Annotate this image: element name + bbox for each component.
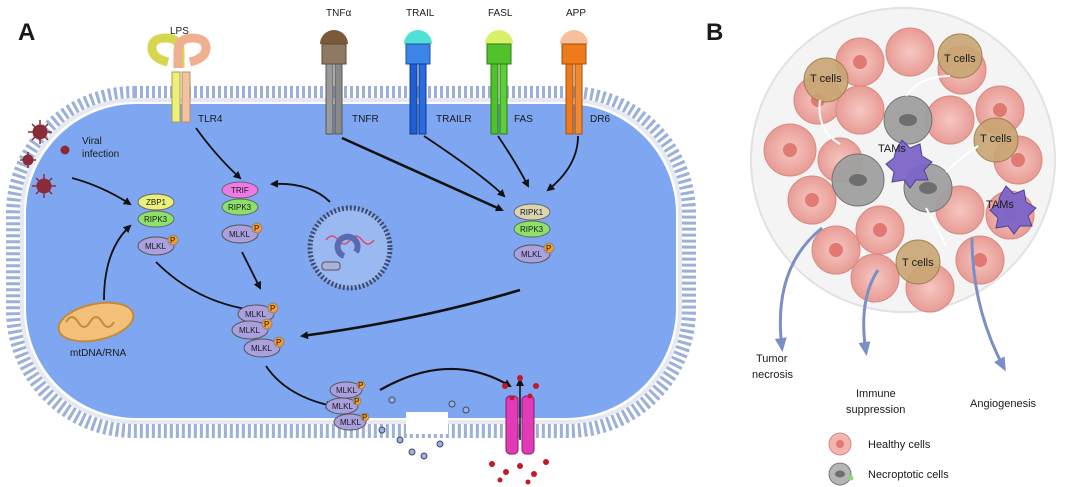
panel-b-letter: B (706, 19, 723, 46)
mlkl-label-5: MLKL (239, 326, 260, 335)
phospho-label-6: P (276, 338, 281, 347)
mlkl-label-7: MLKL (336, 386, 357, 395)
t-cells-label-4: T cells (902, 257, 934, 269)
outcome-immune-line2: suppression (846, 404, 905, 416)
lps-label: LPS (170, 26, 189, 37)
legend-necroptotic-label: Necroptotic cells (868, 469, 949, 481)
tam-1: TAMs (878, 139, 933, 189)
mlkl-label-2: MLKL (229, 230, 250, 239)
trif-label: TRIF (231, 186, 249, 195)
fasl-label: FASL (488, 8, 513, 19)
viral-infection-label-2: infection (82, 149, 119, 160)
trailr-label: TRAILR (436, 114, 472, 125)
dr6-label: DR6 (590, 114, 610, 125)
membrane-pore (406, 412, 448, 434)
t-cell-arrows (818, 75, 979, 247)
tnf-receptor (320, 30, 348, 135)
t-cell-1: T cells (803, 57, 849, 103)
viral-infection-label-1: Viral (82, 136, 102, 147)
tams-label-2: TAMs (986, 199, 1014, 211)
phospho-label-7: P (358, 381, 363, 390)
mlkl-label-3: MLKL (521, 250, 542, 259)
signal-arrows (71, 127, 579, 409)
app-label: APP (566, 8, 586, 19)
mlkl-oligomer: MLKL P MLKL P MLKL P (231, 302, 285, 358)
outcome-tumor-line2: necrosis (752, 369, 793, 381)
tams-label-1: TAMs (878, 143, 906, 155)
outcome-immune-line1: Immune (856, 388, 896, 400)
zbp1-complex: ZBP1 RIPK3 MLKL P (137, 193, 179, 256)
necroptotic-nuclei (849, 114, 937, 194)
fas-label: FAS (514, 114, 533, 125)
tlr4-receptor (171, 71, 191, 123)
t-cell-3: T cells (973, 117, 1019, 163)
legend: Healthy cells Necroptotic cells (828, 432, 949, 486)
fas-receptor (485, 30, 513, 135)
phospho-label-8: P (354, 397, 359, 406)
endosome-icon (307, 205, 393, 291)
outcome-arrows (774, 226, 1006, 372)
panel-a-letter: A (18, 19, 35, 46)
mitochondrion-icon (57, 301, 135, 343)
tnfr-label: TNFR (352, 114, 379, 125)
trail-label: TRAIL (406, 8, 435, 19)
mtdna-label: mtDNA/RNA (70, 348, 126, 359)
t-cells-label-2: T cells (944, 53, 976, 65)
ripk1-label: RIPK1 (520, 208, 544, 217)
virus-icon (20, 120, 70, 198)
tnfa-label: TNFα (326, 8, 351, 19)
legend-necroptotic-swatch (828, 462, 854, 486)
mlkl-label-1: MLKL (145, 242, 166, 251)
outcome-tumor-line1: Tumor (756, 353, 788, 365)
released-molecules (489, 375, 549, 485)
ripk1-complex: RIPK1 RIPK3 MLKL P (513, 203, 555, 264)
phospho-label-4: P (270, 304, 275, 313)
mlkl-membrane-cluster: MLKL P MLKL P MLKL P (325, 380, 370, 431)
t-cell-4: T cells (895, 239, 941, 285)
phospho-label-3: P (546, 244, 551, 253)
t-cell-2: T cells (937, 33, 983, 79)
ripk3-label-2: RIPK3 (228, 203, 252, 212)
t-cells-label-1: T cells (810, 73, 842, 85)
outcome-angiogenesis: Angiogenesis (970, 398, 1037, 410)
lipid-debris (378, 396, 470, 460)
legend-healthy-swatch (828, 432, 852, 456)
ripk3-label-1: RIPK3 (144, 215, 168, 224)
mlkl-label-9: MLKL (340, 418, 361, 427)
mlkl-label-8: MLKL (332, 402, 353, 411)
mlkl-label-6: MLKL (251, 344, 272, 353)
lps-ligand-icon (147, 33, 211, 68)
t-cells-label-3: T cells (980, 133, 1012, 145)
phospho-label-1: P (170, 236, 175, 245)
phospho-label-9: P (362, 413, 367, 422)
mlkl-label-4: MLKL (245, 310, 266, 319)
tlr4-label: TLR4 (198, 114, 223, 125)
phospho-label-5: P (264, 320, 269, 329)
zbp1-label: ZBP1 (146, 198, 167, 207)
trif-complex: TRIF RIPK3 MLKL P (221, 181, 263, 244)
legend-healthy-label: Healthy cells (868, 439, 931, 451)
dr6-receptor (560, 30, 588, 135)
phospho-label-2: P (254, 224, 259, 233)
tam-2: TAMs (986, 185, 1037, 235)
ripk3-label-3: RIPK3 (520, 225, 544, 234)
trail-receptor (404, 30, 432, 135)
